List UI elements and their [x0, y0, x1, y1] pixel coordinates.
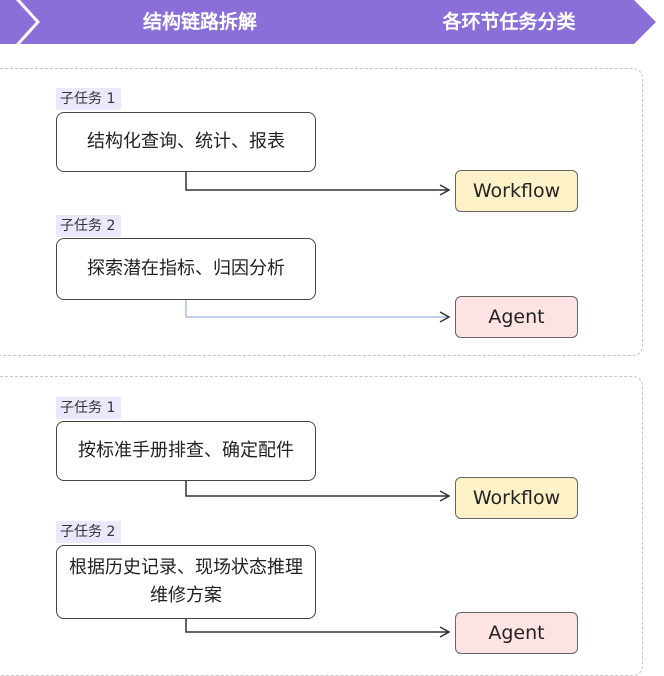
group-2-subtask-1-box: 按标准手册排查、确定配件 [56, 421, 316, 481]
group-1-box [0, 68, 643, 356]
header-right-title: 各环节任务分类 [442, 11, 576, 33]
group-1-subtask-1-label: 子任务 1 [56, 88, 122, 110]
group-2-subtask-1-label: 子任务 1 [56, 397, 122, 419]
group-1-workflow-pill: Workflow [455, 170, 578, 212]
group-2-subtask-2-label: 子任务 2 [56, 521, 122, 543]
group-1-subtask-1-box: 结构化查询、统计、报表 [56, 112, 316, 172]
group-2-subtask-2-box: 根据历史记录、现场状态推理维修方案 [56, 545, 316, 619]
banner-chevron-left [20, 0, 384, 44]
group-1-subtask-2-box: 探索潜在指标、归因分析 [56, 238, 316, 300]
group-1-agent-pill: Agent [455, 296, 578, 338]
group-2-agent-pill: Agent [455, 612, 578, 654]
group-2-workflow-pill: Workflow [455, 477, 578, 519]
banner-chevrons [0, 0, 656, 44]
group-1-subtask-2-label: 子任务 2 [56, 215, 122, 237]
banner-chevron-edge [0, 0, 36, 44]
header-left-title: 结构链路拆解 [142, 11, 257, 33]
banner-chevron-right [352, 0, 656, 44]
header-banner: 结构链路拆解 各环节任务分类 [0, 0, 664, 48]
